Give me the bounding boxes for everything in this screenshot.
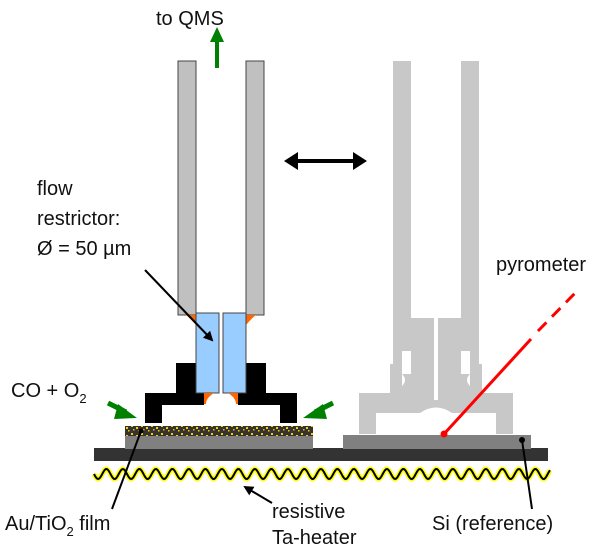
flow-restrictor-left: [195, 312, 220, 394]
reference-pointer-dot: [519, 437, 525, 443]
au-tio2-film: [125, 426, 313, 436]
sealant-left-bottom: [204, 393, 214, 404]
double-arrow-horizontal-icon: [284, 152, 367, 170]
heater-label-1: resistive: [272, 501, 345, 523]
flow-restrictor-label-2: restrictor:: [37, 208, 120, 230]
arrow-down-left-icon: [303, 400, 335, 419]
capillary-wall-left: [177, 60, 197, 316]
sample-substrate: [125, 435, 313, 449]
film-label-subscript: 2: [67, 524, 74, 539]
holder-left: [145, 363, 204, 423]
reference-pointer: [521, 439, 533, 510]
flow-restrictor-right: [222, 312, 247, 394]
base-plate: [94, 448, 548, 461]
flow-restrictor-label-3: Ø = 50 µm: [37, 238, 131, 260]
pyrometer-label: pyrometer: [496, 254, 586, 276]
film-label-main: Au/TiO: [5, 513, 67, 535]
pyrometer-beam-solid: [442, 337, 533, 436]
arrow-down-right-icon: [106, 400, 137, 419]
gas-inlet-subscript: 2: [79, 391, 86, 406]
pyrometer-spot: [440, 430, 448, 438]
reference-label: Si (reference): [432, 513, 553, 535]
pyrometer-beam-dashed: [536, 288, 580, 333]
heater-label-2: Ta-heater: [272, 527, 357, 549]
flow-restrictor-label-1: flow: [37, 178, 73, 200]
gas-inlet-main: CO + O: [11, 380, 79, 402]
to-qms-label: to QMS: [156, 8, 224, 30]
heater-pointer: [243, 485, 273, 504]
capillary-wall-right: [245, 60, 265, 316]
sealant-left-top: [186, 315, 196, 325]
gas-inlet-label: CO + O2: [11, 380, 87, 406]
arrow-up-icon: [210, 27, 224, 68]
film-pointer: [111, 430, 142, 510]
film-label-suffix: film: [74, 513, 111, 535]
holder-right: [238, 363, 297, 423]
film-pointer-dot: [138, 428, 144, 434]
restrictor-pointer: [144, 269, 214, 342]
sealant-right-top: [246, 315, 256, 325]
ghost-capillary-assembly: [359, 61, 513, 434]
si-reference-substrate: [343, 435, 531, 449]
heater-wire: [93, 467, 551, 481]
sealant-right-bottom: [228, 393, 238, 404]
film-label: Au/TiO2 film: [5, 513, 110, 539]
